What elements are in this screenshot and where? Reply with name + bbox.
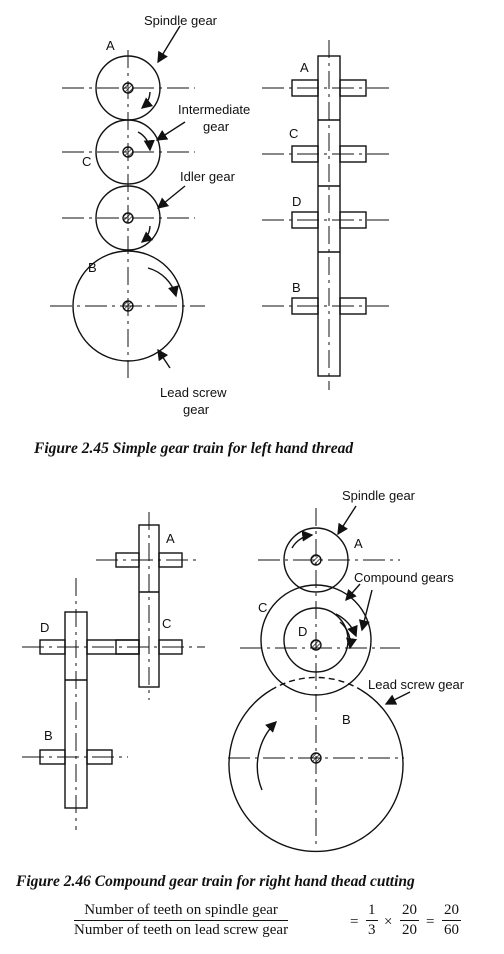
idler-gear <box>95 185 161 251</box>
fraction-20-20: 20 20 <box>400 902 419 939</box>
fig1-front-view <box>50 25 205 380</box>
formula-numerator: Number of teeth on spindle gear <box>74 902 289 921</box>
side-letter-A: A <box>300 60 309 75</box>
gear-ratio-formula: Number of teeth on spindle gear Number o… <box>74 902 474 950</box>
compound-gears-label: Compound gears <box>354 570 454 585</box>
fraction-20-60: 20 60 <box>442 902 461 939</box>
figure-2-45-caption: Figure 2.45 Simple gear train for left h… <box>34 440 354 457</box>
side-letter-C: C <box>289 126 298 141</box>
fig2-front-letter-D: D <box>298 624 307 639</box>
lead-screw-gear-B <box>72 250 184 362</box>
fraction-1-3: 1 3 <box>366 902 378 939</box>
fraction-2-numerator: 20 <box>400 902 419 921</box>
intermediate-gear-label-1: Intermediate <box>178 102 250 117</box>
fig2-front-view <box>228 505 411 853</box>
fraction-1-numerator: 1 <box>366 902 378 921</box>
gear-letter-A: A <box>106 38 115 53</box>
fig2-front-letter-B: B <box>342 712 351 727</box>
fig2-side-letter-B: B <box>44 728 53 743</box>
fig2-spindle-gear-A <box>283 527 349 593</box>
idler-gear-label: Idler gear <box>180 169 236 184</box>
gear-letter-B: B <box>88 260 97 275</box>
fig2-side-letter-C: C <box>162 616 171 631</box>
fraction-2-denominator: 20 <box>402 922 417 938</box>
gear-letter-C: C <box>82 154 91 169</box>
spindle-gear-label: Spindle gear <box>144 13 218 28</box>
fig2-front-labels: Spindle gear Compound gears Lead screw g… <box>258 488 465 727</box>
fraction-3-denominator: 60 <box>444 922 459 938</box>
fig2-side-labels: A D C B <box>40 531 175 743</box>
intermediate-gear-C <box>95 119 161 185</box>
fig2-side-view <box>22 512 205 830</box>
fig2-lead-screw-gear-B <box>228 689 404 853</box>
fig1-front-labels: Spindle gear Intermediate gear Idler gea… <box>82 13 250 417</box>
formula-denominator: Number of teeth on lead screw gear <box>74 922 289 938</box>
fig2-lead-screw-gear-label: Lead screw gear <box>368 677 465 692</box>
figure-2-46-caption: Figure 2.46 Compound gear train for righ… <box>16 873 415 890</box>
fig1-side-view <box>262 40 392 390</box>
lead-screw-gear-label-2: gear <box>183 402 210 417</box>
equals-sign-2: = <box>426 914 435 930</box>
times-sign: × <box>384 914 393 930</box>
side-letter-D: D <box>292 194 301 209</box>
fig2-side-letter-D: D <box>40 620 49 635</box>
fig2-spindle-gear-label: Spindle gear <box>342 488 416 503</box>
fig2-front-letter-A: A <box>354 536 363 551</box>
fraction-1-denominator: 3 <box>368 922 376 938</box>
fraction-3-numerator: 20 <box>442 902 461 921</box>
side-letter-B: B <box>292 280 301 295</box>
intermediate-gear-label-2: gear <box>203 119 230 134</box>
equals-sign-1: = <box>350 914 359 930</box>
formula-main-fraction: Number of teeth on spindle gear Number o… <box>74 902 289 939</box>
fig1-side-labels: A C D B <box>289 60 309 295</box>
lead-screw-gear-label-1: Lead screw <box>160 385 227 400</box>
fig2-compound-gear-C <box>260 584 372 696</box>
fig2-side-letter-A: A <box>166 531 175 546</box>
fig2-front-letter-C: C <box>258 600 267 615</box>
